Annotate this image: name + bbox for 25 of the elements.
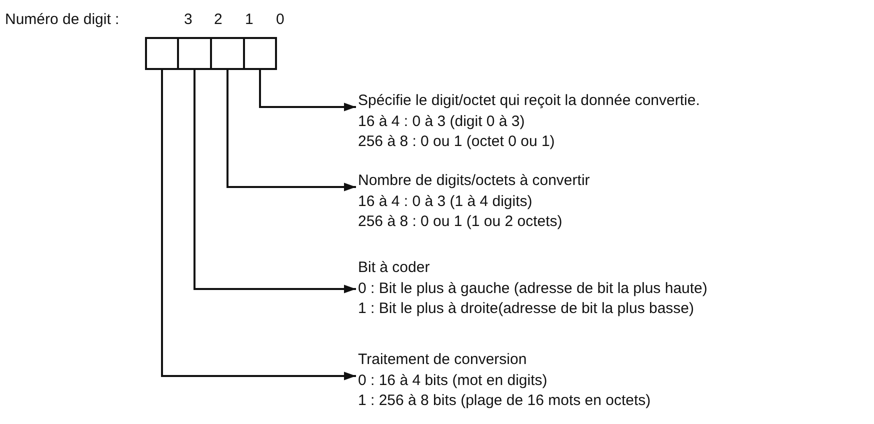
digit-number-caption: Numéro de digit : [5,11,120,29]
description-heading: Nombre de digits/octets à convertir [358,171,590,191]
digit-number: 3 [184,11,192,29]
arrow [259,70,356,112]
digit-number: 0 [276,11,284,29]
digit-cell [210,37,245,70]
description-line: 256 à 8 : 0 ou 1 (octet 0 ou 1) [358,132,556,152]
digit-number: 1 [245,11,254,29]
description-line: 0 : 16 à 4 bits (mot en digits) [358,370,548,390]
description-line: 1 : 256 à 8 bits (plage de 16 mots en octets) [358,391,651,411]
digit-cell [177,37,212,70]
arrow [161,70,356,380]
digit-cell [145,37,179,70]
description-heading: Traitement de conversion [358,350,528,370]
arrow [226,70,356,192]
description-line: 1 : Bit le plus à droite(adresse de bit la plus basse) [358,299,696,319]
digit-cell [243,37,277,70]
description-heading: Bit à coder [358,258,431,278]
digit-number: 2 [214,11,222,29]
description-line: 256 à 8 : 0 ou 1 (1 ou 2 octets) [358,212,564,232]
description-line: 16 à 4 : 0 à 3 (1 à 4 digits) [358,192,534,212]
arrow [194,70,356,294]
description-line: 16 à 4 : 0 à 3 (digit 0 à 3) [358,112,526,132]
description-heading: Spécifie le digit/octet qui reçoit la donnée convertie. [358,91,700,111]
description-line: 0 : Bit le plus à gauche (adresse de bit la plus haute) [358,278,708,298]
